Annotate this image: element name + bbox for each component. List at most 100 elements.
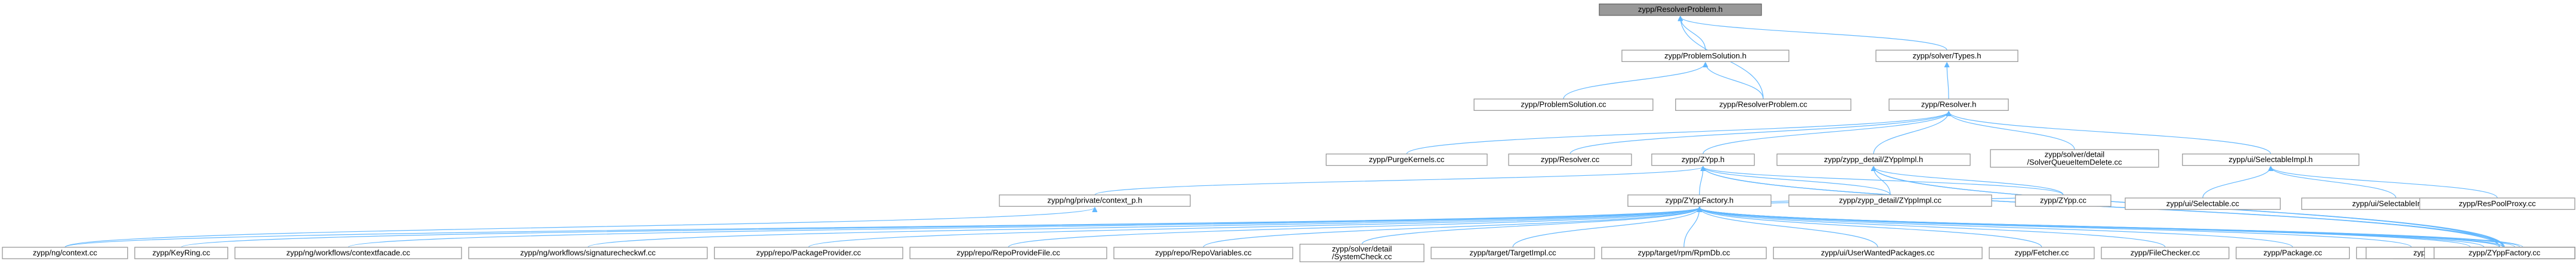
dependency-edge	[2202, 167, 2271, 198]
file-node[interactable]: zypp/repo/PackageProvider.cc	[713, 247, 903, 259]
node-box	[2125, 197, 2281, 210]
dependency-edge	[1681, 17, 1706, 51]
file-node[interactable]: zypp/solver/Types.h	[1875, 49, 2018, 63]
dependency-edge	[181, 207, 1700, 248]
file-node[interactable]: zypp/target/rpm/RpmDb.cc	[1601, 247, 1767, 259]
dependency-edge	[808, 207, 1699, 248]
dependency-edge	[1406, 111, 1949, 154]
dependency-edge	[1873, 167, 2064, 195]
node-box	[2, 247, 128, 259]
dependency-edge	[1949, 111, 2075, 150]
node-label: zypp/ui/Selectable.cc	[2166, 199, 2240, 208]
dependency-edge	[1947, 63, 1949, 100]
dependency-edge	[1094, 167, 1703, 195]
node-box	[1788, 194, 1992, 207]
node-box	[1473, 98, 1654, 111]
dependency-edge	[1700, 207, 2505, 248]
node-box	[2101, 247, 2230, 259]
node-label: zypp/ZYpp.cc	[2040, 196, 2086, 205]
file-node[interactable]: zypp/ZYppFactory.h	[1627, 194, 1772, 207]
node-box	[2236, 247, 2350, 259]
file-node[interactable]: zypp/solver/detail/SystemCheck.cc	[1299, 244, 1424, 262]
file-node[interactable]: zypp/Resolver.h	[1888, 98, 2009, 111]
file-node[interactable]: zypp/ui/UserWantedPackages.cc	[1772, 247, 1983, 259]
file-node[interactable]: zypp/ZYpp.h	[1651, 153, 1755, 166]
file-node[interactable]: zypp/target/TargetImpl.cc	[1430, 247, 1595, 259]
file-node[interactable]: zypp/zypp_detail/ZYppImpl.cc	[1788, 194, 1992, 207]
node-label: zypp/ui/UserWantedPackages.cc	[1821, 249, 1935, 257]
node-label: zypp/ResolverProblem.h	[1638, 5, 1723, 14]
file-node[interactable]: zypp/Fetcher.cc	[1989, 247, 2095, 259]
file-node[interactable]: zypp/ZYppFactory.cc	[2433, 247, 2575, 259]
dependency-edge	[1703, 167, 2064, 195]
dependency-edge	[2271, 167, 2498, 198]
dependency-edge	[587, 207, 1700, 248]
node-label: /SystemCheck.cc	[1332, 252, 1392, 261]
dependency-edge	[1703, 111, 1949, 154]
node-label: zypp/Resolver.cc	[1541, 155, 1600, 164]
node-label: zypp/KeyRing.cc	[152, 249, 210, 257]
dependency-edge	[347, 207, 1699, 248]
node-label: zypp/ZYpp.h	[1682, 155, 1725, 164]
edges-layer	[64, 17, 2523, 248]
file-node[interactable]: zypp/KeyRing.cc	[134, 247, 229, 259]
dependency-edge	[1700, 207, 2471, 248]
node-box	[1772, 247, 1983, 259]
node-box	[1776, 153, 1971, 166]
dependency-edge	[1008, 207, 1700, 248]
file-node[interactable]: zypp/ui/SelectableImpl.h	[2182, 153, 2360, 166]
node-label: zypp/ui/SelectableImpl.h	[2229, 155, 2313, 164]
node-label: zypp/ng/context.cc	[33, 249, 97, 257]
dependency-edge	[1700, 207, 2294, 248]
node-label: zypp/ui/SelectableImpl.cc	[2352, 199, 2440, 208]
node-box	[1627, 194, 1772, 207]
node-box	[2433, 247, 2575, 259]
node-label: zypp/solver/detail	[2045, 150, 2105, 159]
file-node[interactable]: zypp/repo/RepoProvideFile.cc	[909, 247, 1107, 259]
file-node[interactable]: zypp/ng/workflows/signaturecheckwf.cc	[468, 247, 708, 259]
node-label: zypp/solver/detail	[1332, 244, 1392, 253]
file-node[interactable]: zypp/ng/context.cc	[2, 247, 128, 259]
file-node[interactable]: zypp/Package.cc	[2236, 247, 2350, 259]
node-label: zypp/zypp_detail/ZYppImpl.cc	[1839, 196, 1941, 205]
file-node[interactable]: zypp/zypp_detail/ZYppImpl.h	[1776, 153, 1971, 166]
node-box	[713, 247, 903, 259]
node-label: zypp/ProblemSolution.cc	[1521, 100, 1606, 109]
node-box	[1675, 98, 1852, 111]
node-label: zypp/ProblemSolution.h	[1664, 51, 1746, 60]
file-node[interactable]: zypp/ZYpp.cc	[2015, 194, 2112, 207]
node-box	[234, 247, 462, 259]
file-node[interactable]: zypp/ng/private/context_p.h	[999, 194, 1191, 207]
node-label: zypp/zypp_detail/ZYppImpl.h	[1824, 155, 1923, 164]
dependency-edge	[1569, 111, 1949, 154]
dependency-edge	[1512, 207, 1700, 248]
dependency-edge	[64, 207, 1095, 248]
file-node[interactable]: zypp/ProblemSolution.h	[1621, 49, 1790, 63]
file-node[interactable]: zypp/ui/Selectable.cc	[2125, 197, 2281, 210]
node-label: zypp/FileChecker.cc	[2131, 249, 2200, 257]
node-box	[1601, 247, 1767, 259]
dependency-edge	[1203, 207, 1700, 248]
node-box	[2419, 197, 2575, 210]
file-node[interactable]: zypp/solver/detail/SolverQueueItemDelete…	[1990, 149, 2159, 168]
node-box	[1325, 153, 1488, 166]
file-node[interactable]: zypp/Resolver.cc	[1508, 153, 1632, 166]
dependency-edge	[1949, 111, 2272, 154]
nodes-layer: zypp/ResolverProblem.h zypp/ProblemSoluti…	[2, 3, 2575, 262]
file-node[interactable]: zypp/ResPoolProxy.cc	[2419, 197, 2575, 210]
node-label: zypp/ng/private/context_p.h	[1047, 196, 1142, 205]
dependency-edge	[1700, 207, 1878, 248]
node-label: zypp/PurgeKernels.cc	[1369, 155, 1445, 164]
node-box	[1989, 247, 2095, 259]
file-node[interactable]: zypp/repo/RepoVariables.cc	[1113, 247, 1294, 259]
file-node[interactable]: zypp/ProblemSolution.cc	[1473, 98, 1654, 111]
file-node[interactable]: zypp/ng/workflows/contextfacade.cc	[234, 247, 462, 259]
file-node[interactable]: zypp/FileChecker.cc	[2101, 247, 2230, 259]
node-box	[1113, 247, 1294, 259]
dependency-edge	[1873, 111, 1949, 154]
file-node[interactable]: zypp/ResolverProblem.cc	[1675, 98, 1852, 111]
node-box	[1875, 49, 2018, 63]
dependency-edge	[1563, 63, 1706, 100]
dependency-edge	[1684, 207, 1700, 247]
file-node[interactable]: zypp/PurgeKernels.cc	[1325, 153, 1488, 166]
